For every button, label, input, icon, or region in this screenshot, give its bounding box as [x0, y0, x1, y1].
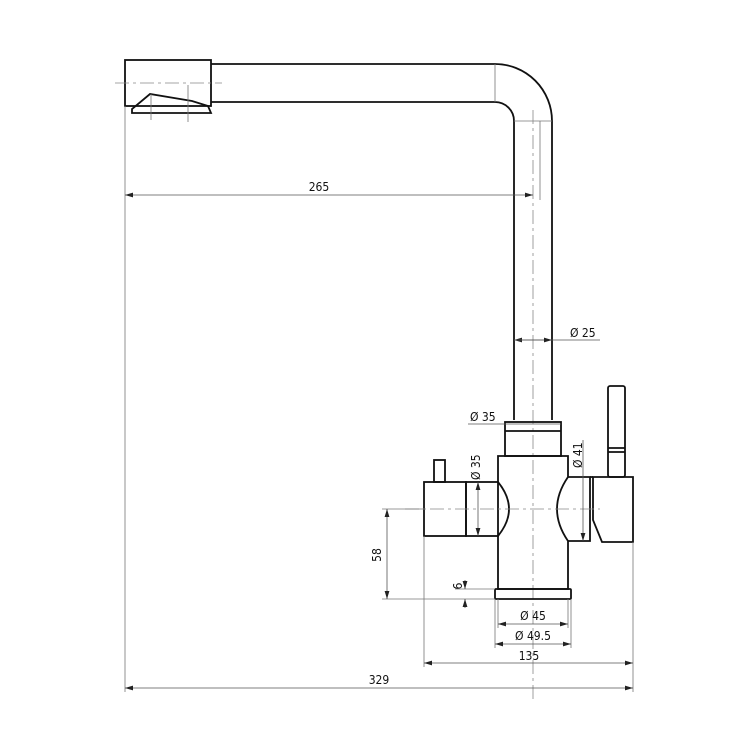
- spout-pipe-outer: [211, 63, 553, 420]
- dim-spout-pipe-dia: Ø 25: [570, 326, 596, 340]
- extension-lines: [124, 106, 634, 692]
- spout-pipe-inner: [211, 101, 515, 420]
- dim-handle-height: 58: [370, 548, 384, 562]
- dim-right-handle-dia: Ø 41: [571, 442, 585, 468]
- dim-collar-dia: Ø 35: [470, 410, 496, 424]
- spout: [115, 59, 553, 700]
- dim-left-handle-dia: Ø 35: [469, 454, 483, 480]
- base-flange: [494, 588, 572, 600]
- aerator: [131, 93, 213, 114]
- right-handle-cap: [592, 476, 634, 543]
- dim-flange-height: 6: [451, 582, 465, 589]
- dim-overall-width: 329: [369, 673, 390, 687]
- dim-body-width: 135: [519, 649, 540, 663]
- dimension-lines: [125, 192, 633, 691]
- dim-base-dia: Ø 45: [520, 609, 546, 623]
- dim-spout-reach: 265: [309, 180, 330, 194]
- faucet-body: [405, 385, 634, 600]
- right-lever: [607, 385, 626, 478]
- dim-flange-dia: Ø 49.5: [515, 629, 551, 643]
- left-knob: [433, 459, 446, 483]
